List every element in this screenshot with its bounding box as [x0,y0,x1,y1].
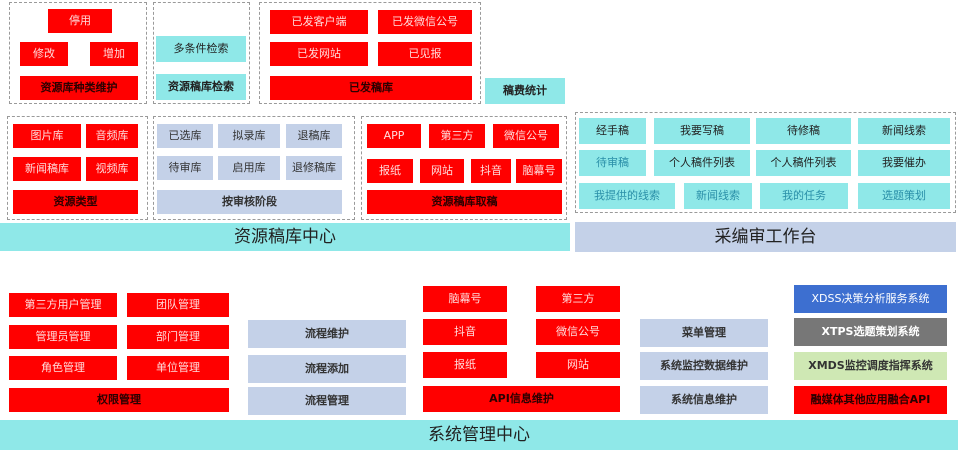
wb-write[interactable]: 我要写稿 [654,118,750,144]
api-title[interactable]: API信息维护 [423,386,620,412]
res-type-title[interactable]: 资源类型 [13,190,138,214]
take-douyin[interactable]: 抖音 [471,159,511,183]
wb-mytask[interactable]: 我的任务 [760,183,848,209]
reject-lib[interactable]: 退稿库 [286,124,342,148]
xtps-system[interactable]: XTPS选题策划系统 [794,318,947,346]
take-third[interactable]: 第三方 [429,124,485,148]
multi-search-button[interactable]: 多条件检索 [156,36,246,62]
flow-maint[interactable]: 流程维护 [248,320,406,348]
wb-myclues[interactable]: 我提供的线索 [579,183,675,209]
perm-unit[interactable]: 单位管理 [127,356,229,380]
wb-urge[interactable]: 我要催办 [858,150,950,176]
review-stage-title[interactable]: 按审核阶段 [157,190,342,214]
video-lib[interactable]: 视频库 [86,157,138,181]
sys-monitor-data[interactable]: 系统监控数据维护 [640,352,768,380]
perm-admin[interactable]: 管理员管理 [9,325,117,349]
take-paper[interactable]: 报纸 [367,159,413,183]
wb-mylist-1[interactable]: 个人稿件列表 [654,150,750,176]
pub-wechat[interactable]: 已发微信公号 [378,10,472,34]
api-wechat[interactable]: 微信公号 [536,319,620,345]
wb-topic[interactable]: 选题策划 [858,183,950,209]
sys-info[interactable]: 系统信息维护 [640,386,768,414]
pub-client[interactable]: 已发客户端 [270,10,368,34]
flow-add[interactable]: 流程添加 [248,355,406,383]
workbench-bar: 采编审工作台 [575,222,956,252]
take-wechat[interactable]: 微信公号 [493,124,559,148]
search-title[interactable]: 资源稿库检索 [156,74,246,100]
pub-web[interactable]: 已发网站 [270,42,368,66]
take-web[interactable]: 网站 [420,159,464,183]
audio-lib[interactable]: 音频库 [86,124,138,148]
wb-torevise[interactable]: 待修稿 [756,118,851,144]
perm-title[interactable]: 权限管理 [9,388,229,412]
api-paper[interactable]: 报纸 [423,352,507,378]
wb-clues[interactable]: 新闻线索 [858,118,950,144]
pub-paper[interactable]: 已见报 [378,42,472,66]
flow-manage[interactable]: 流程管理 [248,387,406,415]
api-third[interactable]: 第三方 [536,286,620,312]
published-title[interactable]: 已发稿库 [270,76,472,100]
api-naomu[interactable]: 脑幕号 [423,286,507,312]
api-douyin[interactable]: 抖音 [423,319,507,345]
perm-dept[interactable]: 部门管理 [127,325,229,349]
xmds-system[interactable]: XMDS监控调度指挥系统 [794,352,947,380]
type-maint-title[interactable]: 资源库种类维护 [20,76,138,100]
take-naomu[interactable]: 脑幕号 [516,159,562,183]
draft-lib[interactable]: 拟录库 [218,124,280,148]
selected-lib[interactable]: 已选库 [157,124,213,148]
media-api[interactable]: 融媒体其他应用融合API [794,386,947,414]
news-lib[interactable]: 新闻稿库 [13,157,81,181]
resource-center-bar: 资源稿库中心 [0,223,570,251]
menu-manage[interactable]: 菜单管理 [640,319,768,347]
wb-newsclues[interactable]: 新闻线索 [684,183,752,209]
modify-button[interactable]: 修改 [20,42,68,66]
system-center-bar: 系统管理中心 [0,420,958,450]
image-lib[interactable]: 图片库 [13,124,81,148]
take-title[interactable]: 资源稿库取稿 [367,190,562,214]
enabled-lib[interactable]: 启用库 [218,156,280,180]
revise-lib[interactable]: 退修稿库 [286,156,342,180]
disable-button[interactable]: 停用 [48,9,112,33]
perm-role[interactable]: 角色管理 [9,356,117,380]
wb-handled[interactable]: 经手稿 [579,118,646,144]
xdss-system[interactable]: XDSS决策分析服务系统 [794,285,947,313]
wb-toreview[interactable]: 待审稿 [579,150,646,176]
fee-stats-button[interactable]: 稿费统计 [485,78,565,104]
take-app[interactable]: APP [367,124,421,148]
api-web[interactable]: 网站 [536,352,620,378]
perm-third-user[interactable]: 第三方用户管理 [9,293,117,317]
wb-mylist-2[interactable]: 个人稿件列表 [756,150,851,176]
perm-team[interactable]: 团队管理 [127,293,229,317]
add-button[interactable]: 增加 [90,42,138,66]
pending-lib[interactable]: 待审库 [157,156,213,180]
